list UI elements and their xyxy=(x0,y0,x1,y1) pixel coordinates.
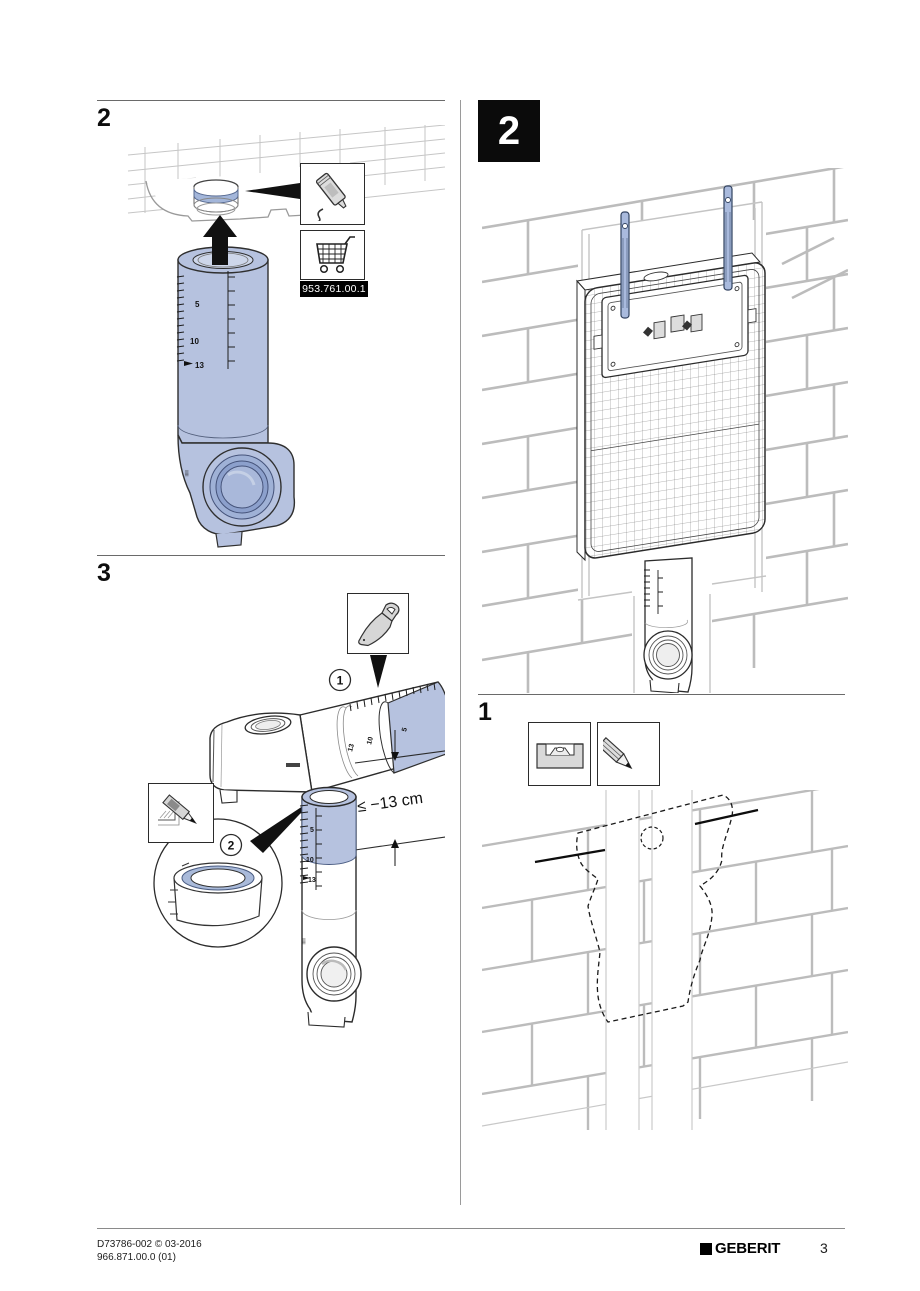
lubricant-inset-box xyxy=(300,163,365,225)
step1-number: 1 xyxy=(478,698,492,726)
step3-number: 3 xyxy=(97,559,111,587)
pencil-icon xyxy=(602,736,632,770)
utility-knife-icon xyxy=(158,794,197,826)
handsaw-icon xyxy=(358,602,400,646)
lubricant-tube-icon xyxy=(315,172,347,221)
scale-mark-13: 13 xyxy=(308,877,316,884)
outlet-socket xyxy=(193,179,239,216)
pipe-chase xyxy=(605,790,693,1130)
column-divider xyxy=(460,100,461,1205)
cut-dimension-text: ≤ −13 cm xyxy=(356,790,424,816)
level-mark-right xyxy=(694,808,759,826)
detail-pointer-icon xyxy=(250,798,315,853)
spirit-level-icon xyxy=(535,743,584,769)
order-inset-box xyxy=(300,230,365,280)
cistern-installation-illustration xyxy=(482,168,848,693)
scale-mark-13: 13 xyxy=(195,361,204,370)
saw-inset-box xyxy=(347,593,409,654)
grease-bead xyxy=(316,208,323,221)
part-number-label: 953.761.00.1 xyxy=(300,281,368,297)
geberit-logo: GEBERIT xyxy=(700,1240,780,1257)
svg-text:|||||||: ||||||| xyxy=(185,470,189,476)
blue-seal-ring xyxy=(193,188,239,204)
cut-off-section xyxy=(387,681,445,774)
callout-pointer-icon xyxy=(245,183,300,199)
service-window xyxy=(593,274,757,379)
brand-wordmark: GEBERIT xyxy=(715,1240,781,1257)
step2-illustration: 5 10 13 ||||||| xyxy=(127,125,445,548)
anchor-rod-right xyxy=(723,185,733,291)
wall-marking-illustration xyxy=(482,790,848,1130)
doc-version: 966.871.00.0 (01) xyxy=(97,1252,176,1263)
callout-1: 1 xyxy=(328,668,352,692)
horizontal-pipe: 13 10 5 xyxy=(209,681,445,804)
pencil-inset-box xyxy=(597,722,660,786)
flush-bend-pipe xyxy=(643,557,693,693)
cistern-body xyxy=(576,252,766,562)
doc-code: D73786-002 © 03-2016 xyxy=(97,1239,202,1250)
anchor-rod-left xyxy=(620,211,630,319)
footer-rule xyxy=(97,1228,845,1229)
scale-mark-10: 10 xyxy=(306,857,314,864)
step3-top-rule xyxy=(97,555,445,556)
phase-2-number: 2 xyxy=(497,108,521,153)
level-mark-left xyxy=(534,848,606,864)
drill-hole-mark xyxy=(640,826,664,850)
scale-mark-10: 10 xyxy=(366,736,375,745)
cistern-front-mesh xyxy=(584,262,766,559)
deburred-pipe-end xyxy=(168,862,263,927)
callout-2: 2 xyxy=(228,839,235,853)
page-number: 3 xyxy=(820,1240,828,1256)
step1-top-rule xyxy=(478,694,845,695)
phase-2-badge: 2 xyxy=(478,100,540,162)
wall-anchor-rods xyxy=(620,185,733,319)
svg-text:|||||||: ||||||| xyxy=(302,938,306,944)
level-inset-box xyxy=(528,722,591,786)
knife-inset-box xyxy=(148,783,214,843)
step2-number: 2 xyxy=(97,104,111,132)
flush-pipe: 5 10 13 ||||||| xyxy=(176,246,296,548)
scale-mark-10: 10 xyxy=(190,337,199,346)
scale-mark-5: 5 xyxy=(195,300,200,309)
step2-top-rule xyxy=(97,100,445,101)
footer-doc-info: D73786-002 © 03-2016 966.871.00.0 (01) xyxy=(97,1238,202,1264)
vertical-pipe: 5 10 13 ||||||| xyxy=(299,786,362,1028)
up-arrow-icon xyxy=(203,215,237,265)
scale-mark-13: 13 xyxy=(347,743,356,752)
svg-text:1: 1 xyxy=(337,674,344,688)
step3-illustration: 13 10 5 1 ≤ −13 cm xyxy=(153,655,445,1028)
scale-mark-5: 5 xyxy=(310,827,314,834)
magnifier-detail: 2 xyxy=(153,798,315,948)
scale-mark-5: 5 xyxy=(401,727,409,733)
marking-template xyxy=(534,794,759,1023)
saw-pointer-icon xyxy=(370,655,387,688)
logo-square-icon xyxy=(700,1242,712,1255)
shopping-cart-icon xyxy=(315,236,355,274)
